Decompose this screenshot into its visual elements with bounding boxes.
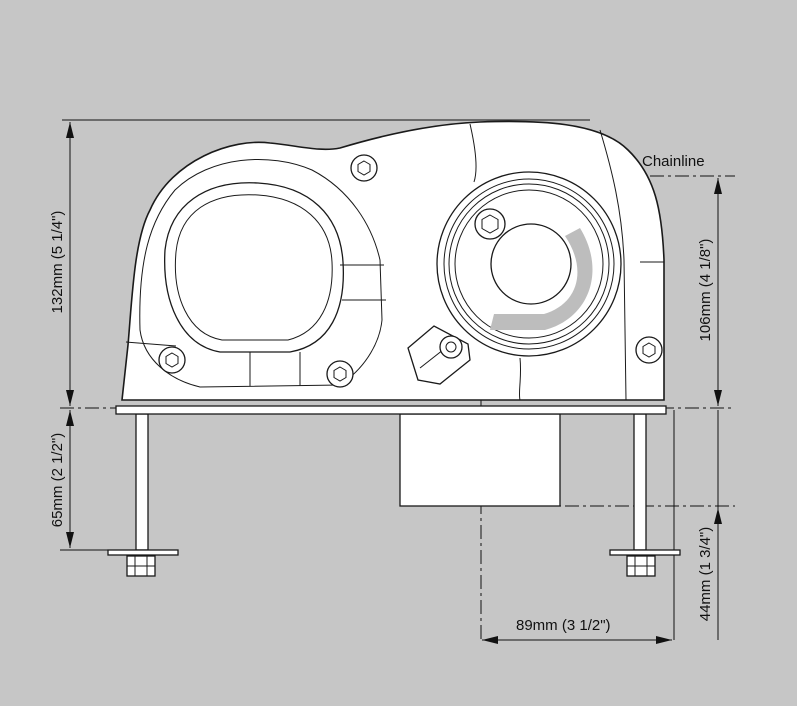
dim-below-deck (66, 410, 74, 548)
seam-line (469, 123, 477, 183)
left-drum-outer (139, 158, 383, 388)
dim-chainline-height-label: 106mm (4 1/8") (697, 239, 714, 342)
right-washer (609, 549, 681, 556)
chainline-label: Chainline (642, 153, 705, 170)
right-stud (633, 413, 647, 551)
bolt-head (326, 360, 354, 388)
dim-gypsy-below-label: 44mm (1 3/4") (697, 527, 714, 622)
override-socket (407, 325, 471, 385)
dim-total-height (66, 122, 74, 406)
dim-total-height-label: 132mm (5 1/4") (49, 211, 66, 314)
gypsy-wheel (436, 171, 622, 357)
seam-line (125, 341, 177, 347)
seam-line (599, 129, 627, 401)
base-plate (115, 405, 667, 415)
bolt-head (158, 346, 186, 374)
left-drum-face (164, 182, 345, 353)
left-nut (126, 555, 156, 577)
dim-below-deck-label: 65mm (2 1/2") (49, 433, 66, 528)
left-stud (135, 413, 149, 551)
dim-offset-label: 89mm (3 1/2") (516, 617, 611, 634)
seam-line (518, 357, 522, 401)
left-drum-inner (174, 194, 333, 341)
left-washer (107, 549, 179, 556)
bolt-head (635, 336, 663, 364)
chain-arc (490, 228, 593, 330)
bolt-head (350, 154, 378, 182)
right-nut (626, 555, 656, 577)
dim-gypsy-below (714, 410, 722, 640)
dim-chainline-height (714, 178, 722, 406)
dim-offset (482, 636, 672, 644)
gearbox-housing (399, 413, 561, 507)
gypsy-bolt-head (474, 208, 506, 240)
